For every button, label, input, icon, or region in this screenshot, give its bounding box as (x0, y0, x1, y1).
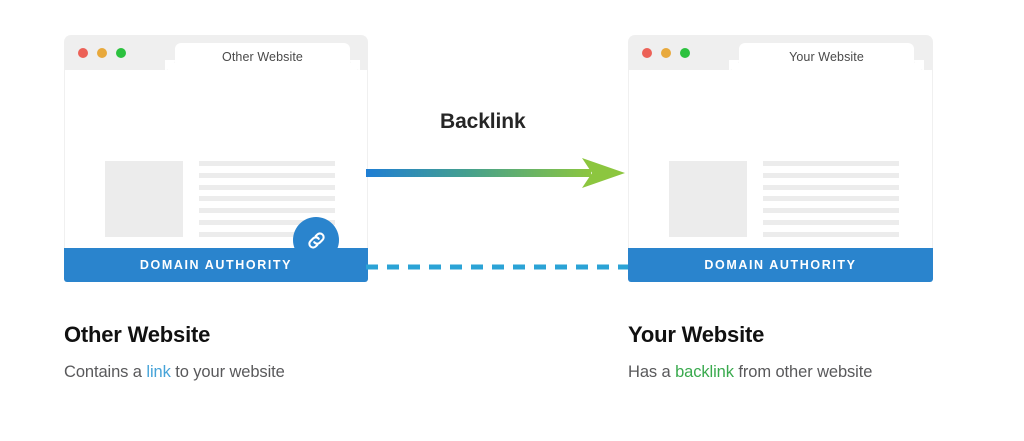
caption-heading: Other Website (64, 322, 211, 347)
browser-tab-label: Other Website (222, 49, 303, 64)
caption-text-after: to your website (170, 363, 285, 381)
text-line (763, 196, 899, 202)
image-placeholder (105, 161, 183, 237)
browser-tab-your-website[interactable]: Your Website (729, 43, 924, 70)
text-line (199, 231, 335, 237)
text-line (199, 184, 335, 190)
text-line (199, 161, 335, 166)
backlink-label: Backlink (440, 110, 526, 133)
close-dot-icon[interactable] (78, 48, 88, 58)
text-line (763, 208, 899, 214)
text-line (763, 184, 899, 190)
browser-window-other-website: Other Website (64, 35, 368, 282)
domain-authority-bar: DOMAIN AUTHORITY (64, 248, 368, 282)
browser-chrome: Other Website (64, 35, 368, 70)
backlink-arrow (366, 156, 630, 190)
text-line (763, 220, 899, 226)
caption-highlight-backlink[interactable]: backlink (675, 363, 734, 381)
close-dot-icon[interactable] (642, 48, 652, 58)
browser-tab-other-website[interactable]: Other Website (165, 43, 360, 70)
text-line (199, 196, 335, 202)
chain-link-glyph (307, 231, 325, 249)
dashed-line-graphic (366, 264, 630, 270)
traffic-light-dots (78, 48, 126, 58)
domain-authority-label: DOMAIN AUTHORITY (139, 258, 293, 272)
maximize-dot-icon[interactable] (116, 48, 126, 58)
text-lines-placeholder (763, 161, 899, 237)
text-line (763, 231, 899, 237)
maximize-dot-icon[interactable] (680, 48, 690, 58)
minimize-dot-icon[interactable] (661, 48, 671, 58)
text-line (199, 220, 335, 226)
backlink-arrow-graphic (366, 158, 625, 188)
image-placeholder (669, 161, 747, 237)
text-line (199, 208, 335, 214)
page-content-placeholder (669, 161, 899, 237)
domain-authority-label: DOMAIN AUTHORITY (704, 258, 857, 272)
caption-text-before: Contains a (64, 363, 147, 381)
page-viewport (64, 70, 368, 263)
page-viewport (628, 70, 933, 248)
chain-link-icon[interactable] (293, 217, 339, 263)
caption-text-after: from other website (733, 363, 873, 381)
traffic-light-dots (642, 48, 690, 58)
domain-authority-bar: DOMAIN AUTHORITY (628, 248, 933, 282)
caption-text-before: Has a (628, 363, 676, 381)
browser-tab-label: Your Website (789, 49, 864, 64)
text-line (763, 161, 899, 166)
text-line (199, 172, 335, 178)
text-lines-placeholder (199, 161, 335, 237)
caption-text: Contains a link to your website (64, 363, 285, 382)
caption-your-website: Your Website Has a backlink from other w… (628, 322, 872, 382)
caption-heading: Your Website (628, 322, 765, 347)
domain-authority-connector-dashed (366, 258, 630, 270)
browser-window-your-website: Your Website DOMAIN AUTHORITY (628, 35, 933, 282)
caption-text: Has a backlink from other website (628, 363, 872, 382)
page-content-placeholder (105, 161, 335, 237)
text-line (763, 172, 899, 178)
browser-chrome: Your Website (628, 35, 933, 70)
caption-highlight-link[interactable]: link (146, 363, 171, 381)
minimize-dot-icon[interactable] (97, 48, 107, 58)
caption-other-website: Other Website Contains a link to your we… (64, 322, 285, 382)
